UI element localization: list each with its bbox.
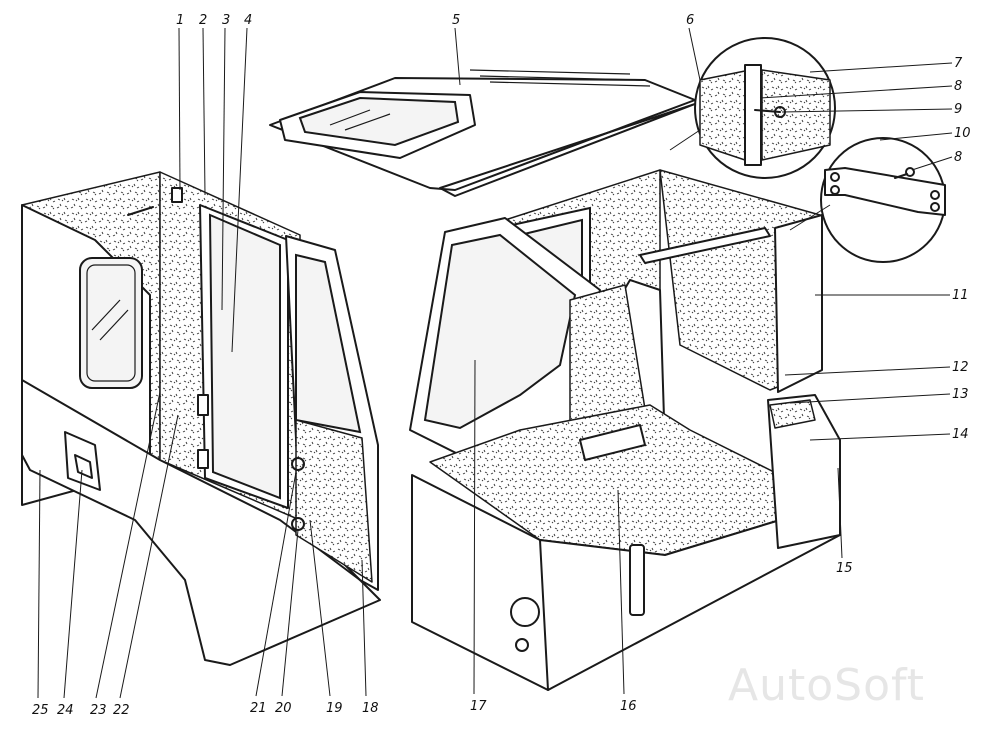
leader-line-8a (759, 85, 953, 99)
detail-view-top (694, 37, 836, 179)
callout-label-7: 7 (954, 56, 963, 71)
door-lower-panel (295, 419, 373, 583)
roof-hatch-glass (298, 96, 460, 147)
roof-crossbar (639, 227, 771, 264)
callout-label-3: 3 (222, 13, 230, 28)
callout-label-23: 23 (90, 703, 107, 718)
leader-line-4 (231, 27, 248, 353)
leader-line-8b (911, 156, 953, 171)
callout-label-18: 18 (362, 701, 379, 716)
leader-line-9 (781, 108, 953, 113)
callout-label-8a: 8 (954, 79, 962, 94)
callout-label-15: 15 (836, 561, 853, 576)
leader-line-2 (202, 27, 206, 196)
callout-label-12: 12 (952, 360, 969, 375)
access-hole-small (515, 638, 529, 652)
lamp-mount (171, 187, 183, 203)
leader-line-24 (63, 469, 83, 699)
right-cab-half (409, 169, 841, 691)
left-cab-half (21, 171, 381, 666)
leader-line-12 (784, 366, 951, 376)
detail-view-bracket (820, 137, 946, 263)
callout-label-17: 17 (470, 699, 487, 714)
callout-label-16: 16 (620, 699, 637, 714)
leader-line-25 (37, 469, 41, 699)
leader-line-7 (809, 62, 953, 73)
rear-window (79, 257, 143, 389)
door-window (295, 253, 362, 434)
callout-label-21: 21 (250, 701, 267, 716)
leader-line-14 (809, 433, 951, 441)
callout-label-5: 5 (452, 13, 460, 28)
grab-handle (127, 206, 154, 216)
watermark: AutoSoft (728, 660, 925, 711)
callout-label-8b: 8 (954, 150, 962, 165)
callout-label-25: 25 (32, 703, 49, 718)
windshield-glass (423, 233, 577, 430)
callout-label-10: 10 (954, 126, 971, 141)
callout-label-24: 24 (57, 703, 74, 718)
door-lock (197, 449, 209, 469)
leader-line-15 (837, 467, 843, 559)
rear-box (767, 394, 841, 549)
roof-panel (269, 69, 696, 197)
leader-line-17 (473, 359, 476, 695)
rear-box-insulation (769, 399, 816, 429)
side-handle (629, 544, 645, 616)
callout-label-13: 13 (952, 387, 969, 402)
callout-label-6: 6 (686, 13, 694, 28)
leader-line-21 (255, 471, 297, 697)
callout-label-20: 20 (275, 701, 292, 716)
leader-line-20 (281, 529, 299, 697)
callout-label-11: 11 (952, 288, 969, 303)
leader-line-13 (789, 393, 951, 404)
leader-line-18 (361, 559, 367, 697)
leader-line-22 (119, 414, 179, 699)
callout-label-1: 1 (176, 13, 184, 28)
callout-label-14: 14 (952, 427, 969, 442)
hinge-upper (291, 457, 305, 471)
callout-label-9: 9 (954, 102, 962, 117)
door-latch (197, 394, 209, 416)
leader-line-5 (454, 27, 461, 86)
callout-label-22: 22 (113, 703, 130, 718)
leader-line-3 (221, 27, 226, 311)
side-glass (208, 213, 281, 500)
floor-hatch (579, 424, 646, 461)
callout-label-2: 2 (199, 13, 207, 28)
leader-line-23 (95, 391, 161, 699)
heater-vent (74, 454, 93, 479)
access-hole-large (510, 597, 540, 627)
leader-line-10 (879, 132, 953, 141)
callout-label-4: 4 (244, 13, 252, 28)
leader-line-6 (688, 27, 701, 81)
leader-line-1 (178, 27, 181, 191)
leader-line-16 (617, 489, 625, 695)
callout-label-19: 19 (326, 701, 343, 716)
left-lower-skirt (21, 379, 381, 666)
leader-line-19 (309, 519, 331, 697)
right-side-outer (774, 214, 823, 393)
